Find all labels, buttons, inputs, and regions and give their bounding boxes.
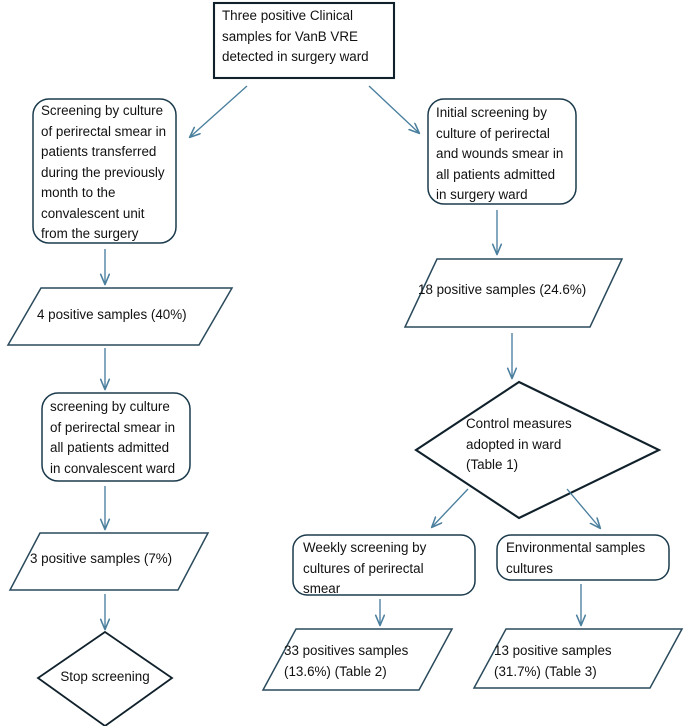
node-right-result-18-shape	[403, 258, 624, 328]
edge-control-to-weekly	[432, 488, 469, 527]
node-left-result-4-shape	[6, 287, 234, 346]
node-right-initial-screening-shape	[427, 98, 577, 205]
edge-control-to-environmental	[566, 488, 600, 528]
node-left-ward-screening-shape	[41, 392, 191, 482]
node-start-shape	[212, 1, 396, 80]
node-left-result-3-shape	[8, 532, 210, 591]
node-environmental-cultures-shape	[496, 534, 670, 581]
node-result-13-shape	[472, 628, 684, 689]
node-weekly-screening-shape	[292, 534, 476, 596]
edge-start-to-left	[190, 85, 248, 137]
node-left-screening-shape	[32, 98, 177, 244]
node-control-measures-shape	[414, 380, 662, 520]
node-result-33-shape	[261, 628, 454, 691]
edge-start-to-right	[368, 85, 419, 133]
node-stop-screening-shape	[36, 630, 174, 726]
